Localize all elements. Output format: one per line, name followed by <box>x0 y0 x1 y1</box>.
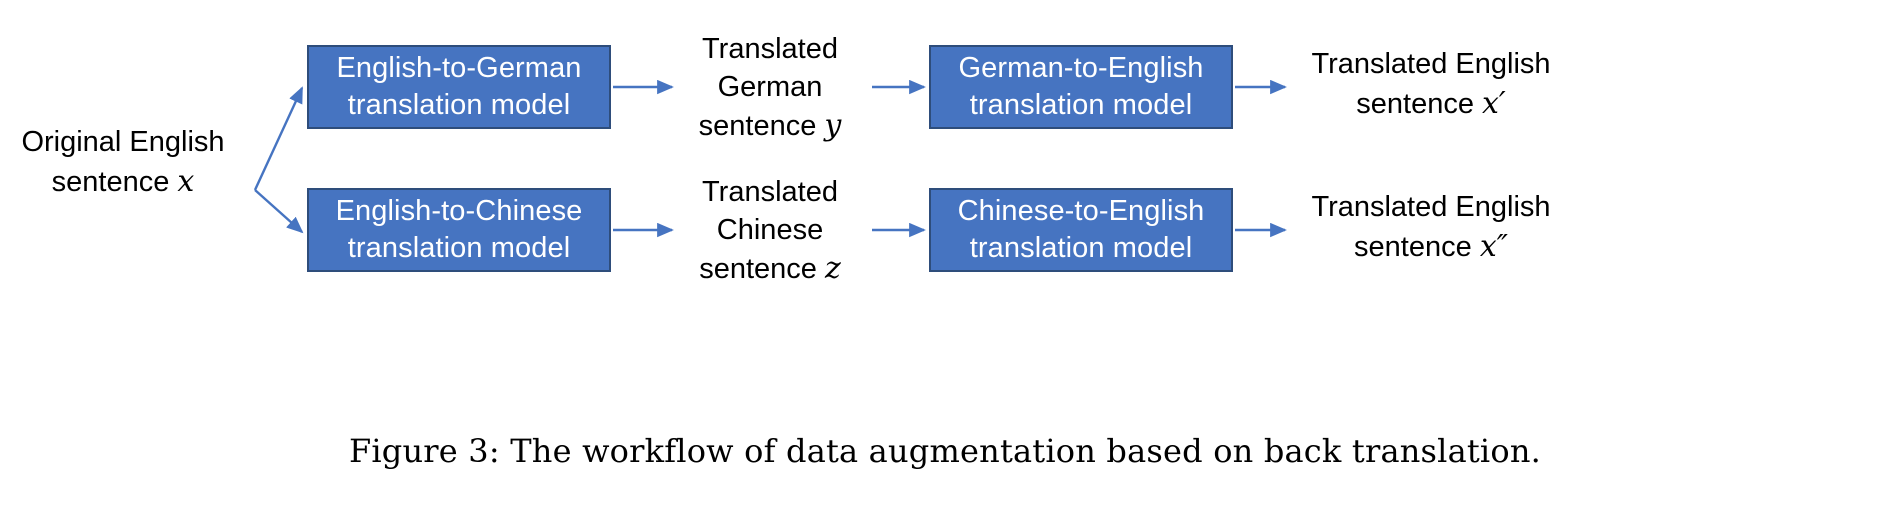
label-original-line1: Original English <box>21 126 225 158</box>
box-chinese-to-english-translation-model[interactable]: Chinese-to-English translation model <box>929 188 1233 272</box>
label-chinese-variable: z <box>824 251 841 287</box>
label-translated-english-sentence-x-double-prime: Translated English sentence x″ <box>1286 189 1576 266</box>
label-chinese-line3: sentence z <box>672 249 868 289</box>
label-english-1-line1: Translated English <box>1311 48 1551 80</box>
label-original-line2-prefix: sentence <box>51 165 178 198</box>
label-original-line2: sentence x <box>8 162 238 202</box>
box-en-zh-line2: translation model <box>347 232 571 264</box>
label-english-2-line2-prefix: sentence <box>1354 230 1480 263</box>
edge-source-to-en-de <box>253 86 304 191</box>
label-english-1-line2: sentence x′ <box>1286 84 1576 124</box>
label-chinese-line3-prefix: sentence <box>699 253 825 286</box>
box-german-to-english-translation-model[interactable]: German-to-English translation model <box>929 45 1233 129</box>
box-de-en-line2: translation model <box>969 89 1193 121</box>
box-english-to-german-translation-model[interactable]: English-to-German translation model <box>307 45 611 129</box>
figure-caption: Figure 3: The workflow of data augmentat… <box>348 432 1542 470</box>
label-original-variable: x <box>177 163 195 199</box>
box-english-to-chinese-translation-model[interactable]: English-to-Chinese translation model <box>307 188 611 272</box>
label-translated-english-sentence-x-prime: Translated English sentence x′ <box>1286 46 1576 123</box>
label-english-2-line1: Translated English <box>1311 191 1551 223</box>
label-german-line1: Translated <box>702 33 838 65</box>
label-german-line3-prefix: sentence <box>698 110 825 143</box>
label-english-1-variable: x′ <box>1482 85 1506 121</box>
label-english-2-line2: sentence x″ <box>1286 227 1576 267</box>
box-en-de-line2: translation model <box>347 89 571 121</box>
box-de-en-line1: German-to-English <box>958 51 1204 84</box>
label-original-english-sentence: Original English sentence x <box>8 124 238 201</box>
box-en-zh-line1: English-to-Chinese <box>335 194 583 227</box>
label-chinese-line1: Translated <box>702 176 838 208</box>
edge-source-to-en-zh <box>254 189 304 234</box>
box-zh-en-line1: Chinese-to-English <box>957 194 1205 227</box>
label-chinese-line2: Chinese <box>716 213 824 246</box>
label-english-2-variable: x″ <box>1479 228 1508 264</box>
box-en-de-line1: English-to-German <box>336 51 582 84</box>
label-english-1-line2-prefix: sentence <box>1356 87 1483 120</box>
label-translated-german-sentence: Translated German sentence y <box>672 31 868 146</box>
label-german-variable: y <box>824 108 842 144</box>
label-german-line2: German <box>717 70 823 103</box>
label-translated-chinese-sentence: Translated Chinese sentence z <box>672 174 868 289</box>
box-zh-en-line2: translation model <box>969 232 1193 264</box>
label-german-line3: sentence y <box>672 106 868 146</box>
